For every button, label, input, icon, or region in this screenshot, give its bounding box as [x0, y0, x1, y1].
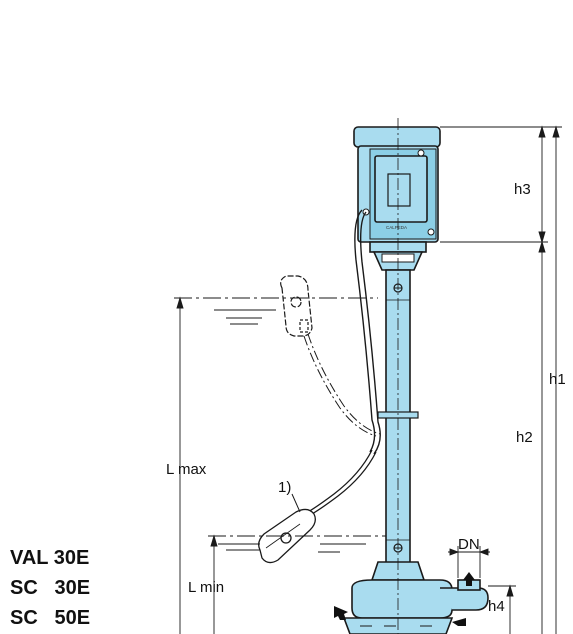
label-l-max: L max — [166, 461, 207, 478]
float-cable-lower — [307, 449, 377, 515]
discharge-arrow — [463, 572, 475, 586]
inlet-arrow-left — [334, 606, 348, 620]
dimension-label-h3: h3 — [514, 181, 531, 198]
inlet-arrow-right — [452, 618, 466, 626]
model-name-2: SC 30E — [10, 577, 91, 599]
note-marker: 1) — [278, 479, 291, 496]
pump-volute — [342, 561, 489, 634]
level-max — [174, 297, 378, 325]
dimension-label-h2: h2 — [516, 429, 533, 446]
dimension-lines — [176, 125, 562, 634]
float-cable-upper — [303, 333, 381, 437]
motor — [353, 126, 441, 271]
dimension-label-dn: DN — [458, 536, 480, 553]
level-min — [208, 535, 386, 553]
float-switch-high — [280, 275, 313, 337]
power-cable — [354, 209, 381, 455]
motor-cap — [353, 126, 441, 148]
dimension-label-h1: h1 — [549, 371, 566, 388]
dimension-label-h4: h4 — [488, 598, 505, 615]
model-name-1: VAL 30E — [10, 547, 90, 569]
label-l-min: L min — [188, 579, 224, 596]
model-name-3: SC 50E — [10, 607, 91, 629]
brand-label: CALPEDA — [386, 225, 407, 230]
note-leader — [291, 493, 301, 513]
